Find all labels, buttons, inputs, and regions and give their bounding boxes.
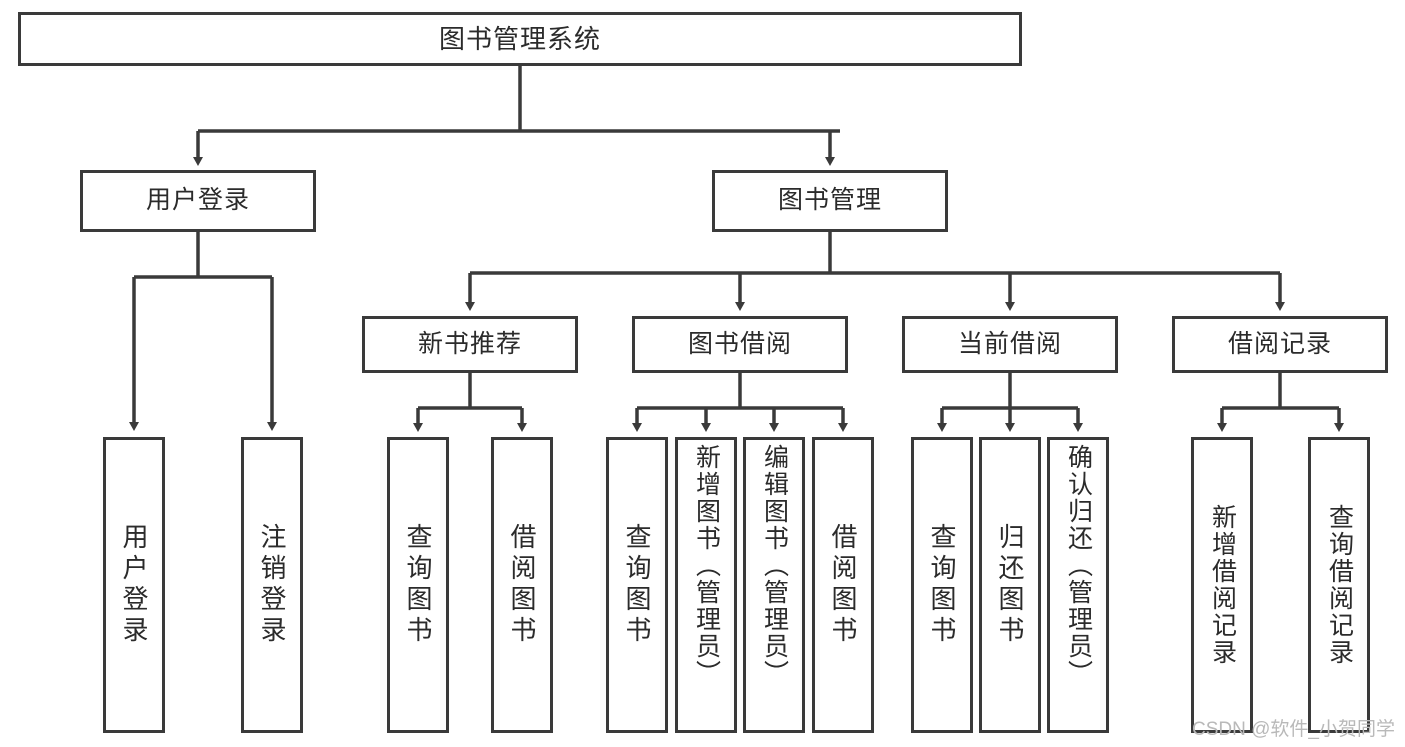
leaf-node-query-book-2[interactable]: 查询图书 — [606, 437, 668, 733]
node-label: 编辑图书（管理员） — [760, 444, 789, 687]
leaf-node-logout[interactable]: 注销登录 — [241, 437, 303, 733]
leaf-node-query-book-3[interactable]: 查询图书 — [911, 437, 973, 733]
node-label: 当前借阅 — [957, 329, 1062, 358]
node-label: 用户登录 — [145, 186, 250, 215]
node-label: 查询图书 — [622, 523, 652, 647]
node-new-book-recommend[interactable]: 新书推荐 — [362, 316, 578, 373]
node-label: 新书推荐 — [417, 329, 522, 358]
node-label: 新增借阅记录 — [1208, 504, 1237, 666]
node-book-borrow[interactable]: 图书借阅 — [632, 316, 848, 373]
leaf-node-confirm-return[interactable]: 确认归还（管理员） — [1047, 437, 1109, 733]
node-current-borrow[interactable]: 当前借阅 — [902, 316, 1118, 373]
node-label: 确认归还（管理员） — [1064, 444, 1093, 687]
node-label: 借阅图书 — [828, 523, 858, 647]
node-label: 用户登录 — [119, 523, 149, 647]
leaf-node-query-record[interactable]: 查询借阅记录 — [1308, 437, 1370, 733]
node-label: 查询图书 — [403, 523, 433, 647]
node-label: 查询借阅记录 — [1325, 504, 1354, 666]
node-book-management[interactable]: 图书管理 — [712, 170, 948, 232]
watermark-text: CSDN @软件_小贺同学 — [1192, 719, 1395, 740]
node-borrow-record[interactable]: 借阅记录 — [1172, 316, 1388, 373]
node-label: 借阅图书 — [507, 523, 537, 647]
node-book-management-system[interactable]: 图书管理系统 — [18, 12, 1022, 66]
node-label: 图书管理 — [777, 186, 882, 215]
leaf-node-edit-book[interactable]: 编辑图书（管理员） — [743, 437, 805, 733]
leaf-node-add-book[interactable]: 新增图书（管理员） — [675, 437, 737, 733]
node-label: 新增图书（管理员） — [692, 444, 721, 687]
leaf-node-user-login[interactable]: 用户登录 — [103, 437, 165, 733]
leaf-node-add-record[interactable]: 新增借阅记录 — [1191, 437, 1253, 733]
leaf-node-borrow-book-1[interactable]: 借阅图书 — [491, 437, 553, 733]
leaf-node-return-book[interactable]: 归还图书 — [979, 437, 1041, 733]
node-label: 归还图书 — [995, 523, 1025, 647]
leaf-node-query-book-1[interactable]: 查询图书 — [387, 437, 449, 733]
node-label: 查询图书 — [927, 523, 957, 647]
node-label: 图书借阅 — [687, 329, 792, 358]
node-label: 注销登录 — [257, 523, 287, 647]
node-user-login[interactable]: 用户登录 — [80, 170, 316, 232]
node-label: 借阅记录 — [1227, 329, 1332, 358]
node-label: 图书管理系统 — [438, 23, 601, 54]
leaf-node-borrow-book-2[interactable]: 借阅图书 — [812, 437, 874, 733]
